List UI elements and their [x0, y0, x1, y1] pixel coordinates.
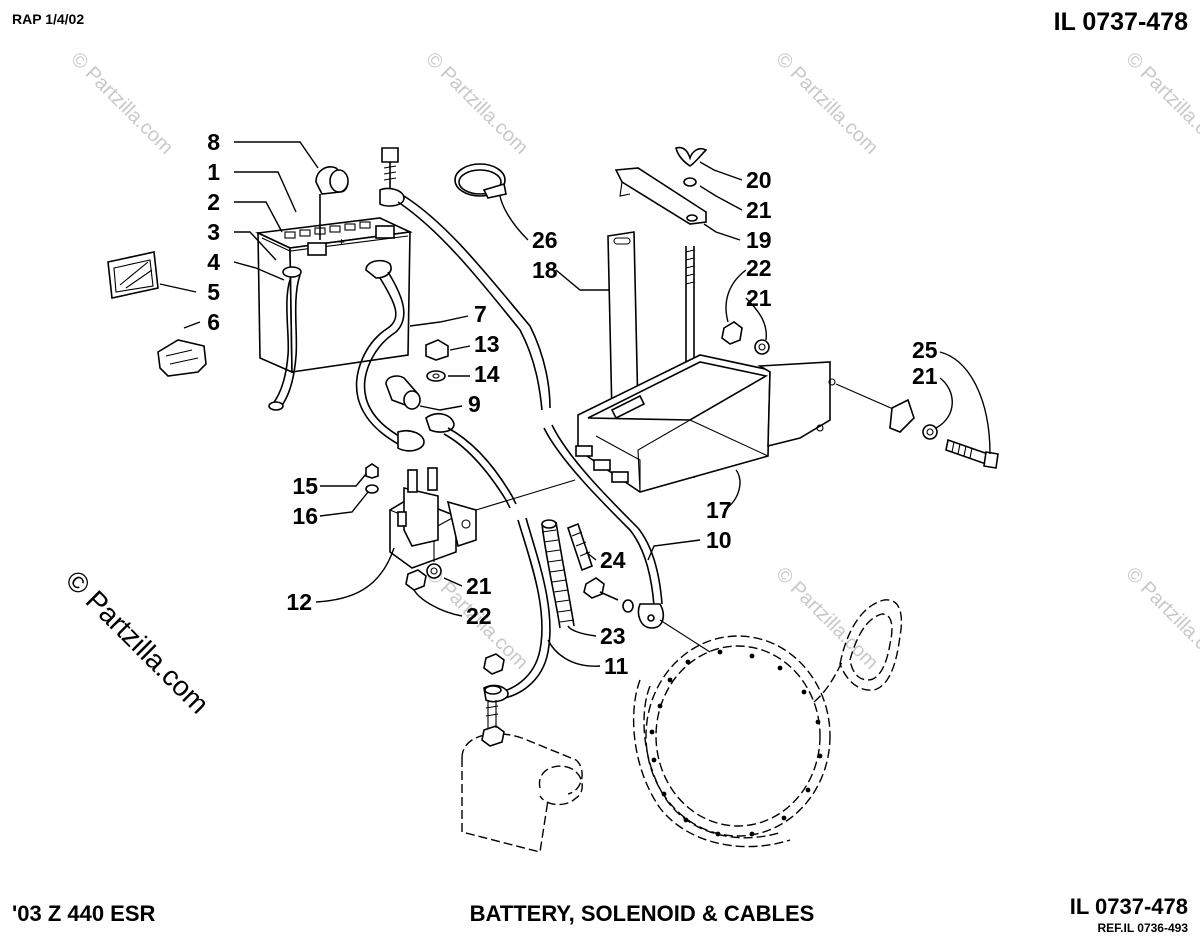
callout-11: 11: [604, 653, 629, 679]
illustration-id-bottom: IL 0737-478: [1070, 894, 1188, 919]
watermark: © Partzilla.com: [421, 48, 532, 159]
callout-19: 19: [746, 227, 772, 253]
reference-label: REF.IL 0736-493: [1098, 921, 1189, 935]
callout-7: 7: [474, 301, 487, 327]
battery: +: [255, 217, 413, 374]
callout-24: 24: [600, 547, 626, 573]
watermark: © Partzilla.com: [1121, 48, 1200, 159]
callout-1: 1: [207, 159, 220, 185]
callout-9: 9: [468, 391, 481, 417]
callout-20: 20: [746, 167, 772, 193]
callout-2: 2: [207, 189, 220, 215]
callout-12: 12: [286, 589, 312, 615]
watermark: © Partzilla.com: [771, 48, 882, 159]
callout-16: 16: [292, 503, 318, 529]
battery-tray: [577, 354, 836, 493]
revision-label: RAP 1/4/02: [12, 11, 84, 27]
callout-13: 13: [474, 331, 500, 357]
callout-15: 15: [292, 473, 318, 499]
model-label: '03 Z 440 ESR: [12, 901, 156, 926]
callout-21b: 21: [746, 197, 772, 223]
battery-pad: [157, 339, 207, 377]
callout-21d: 21: [912, 363, 938, 389]
callout-21c: 21: [746, 285, 772, 311]
callout-17: 17: [706, 497, 732, 523]
callout-26: 26: [532, 227, 558, 253]
callout-22a: 22: [466, 603, 492, 629]
watermark-main: © Partzilla.com: [60, 564, 215, 719]
callout-8: 8: [207, 129, 220, 155]
watermark: © Partzilla.com: [66, 48, 177, 159]
callout-18: 18: [532, 257, 558, 283]
solenoid: [389, 467, 477, 569]
engine-housing: [632, 599, 903, 848]
callout-10: 10: [706, 527, 732, 553]
callout-5: 5: [207, 279, 220, 305]
starter-motor: [461, 653, 583, 853]
illustration-id-top: IL 0737-478: [1054, 8, 1188, 36]
watermark: © Partzilla.com: [1121, 563, 1200, 674]
diagram-title: BATTERY, SOLENOID & CABLES: [470, 901, 815, 926]
callout-25: 25: [912, 337, 938, 363]
callout-23: 23: [600, 623, 626, 649]
callout-6: 6: [207, 309, 220, 335]
watermark: © Partzilla.com: [771, 563, 882, 674]
leader-lines: [159, 141, 991, 667]
callouts: 8 1 2 3 4 5 6 7 13 14 9 15 16 12 21 22 2…: [207, 129, 938, 679]
svg-text:+: +: [338, 235, 345, 249]
callout-4: 4: [207, 249, 220, 275]
callout-21a: 21: [466, 573, 492, 599]
callout-14: 14: [474, 361, 500, 387]
callout-22b: 22: [746, 255, 772, 281]
callout-3: 3: [207, 219, 220, 245]
